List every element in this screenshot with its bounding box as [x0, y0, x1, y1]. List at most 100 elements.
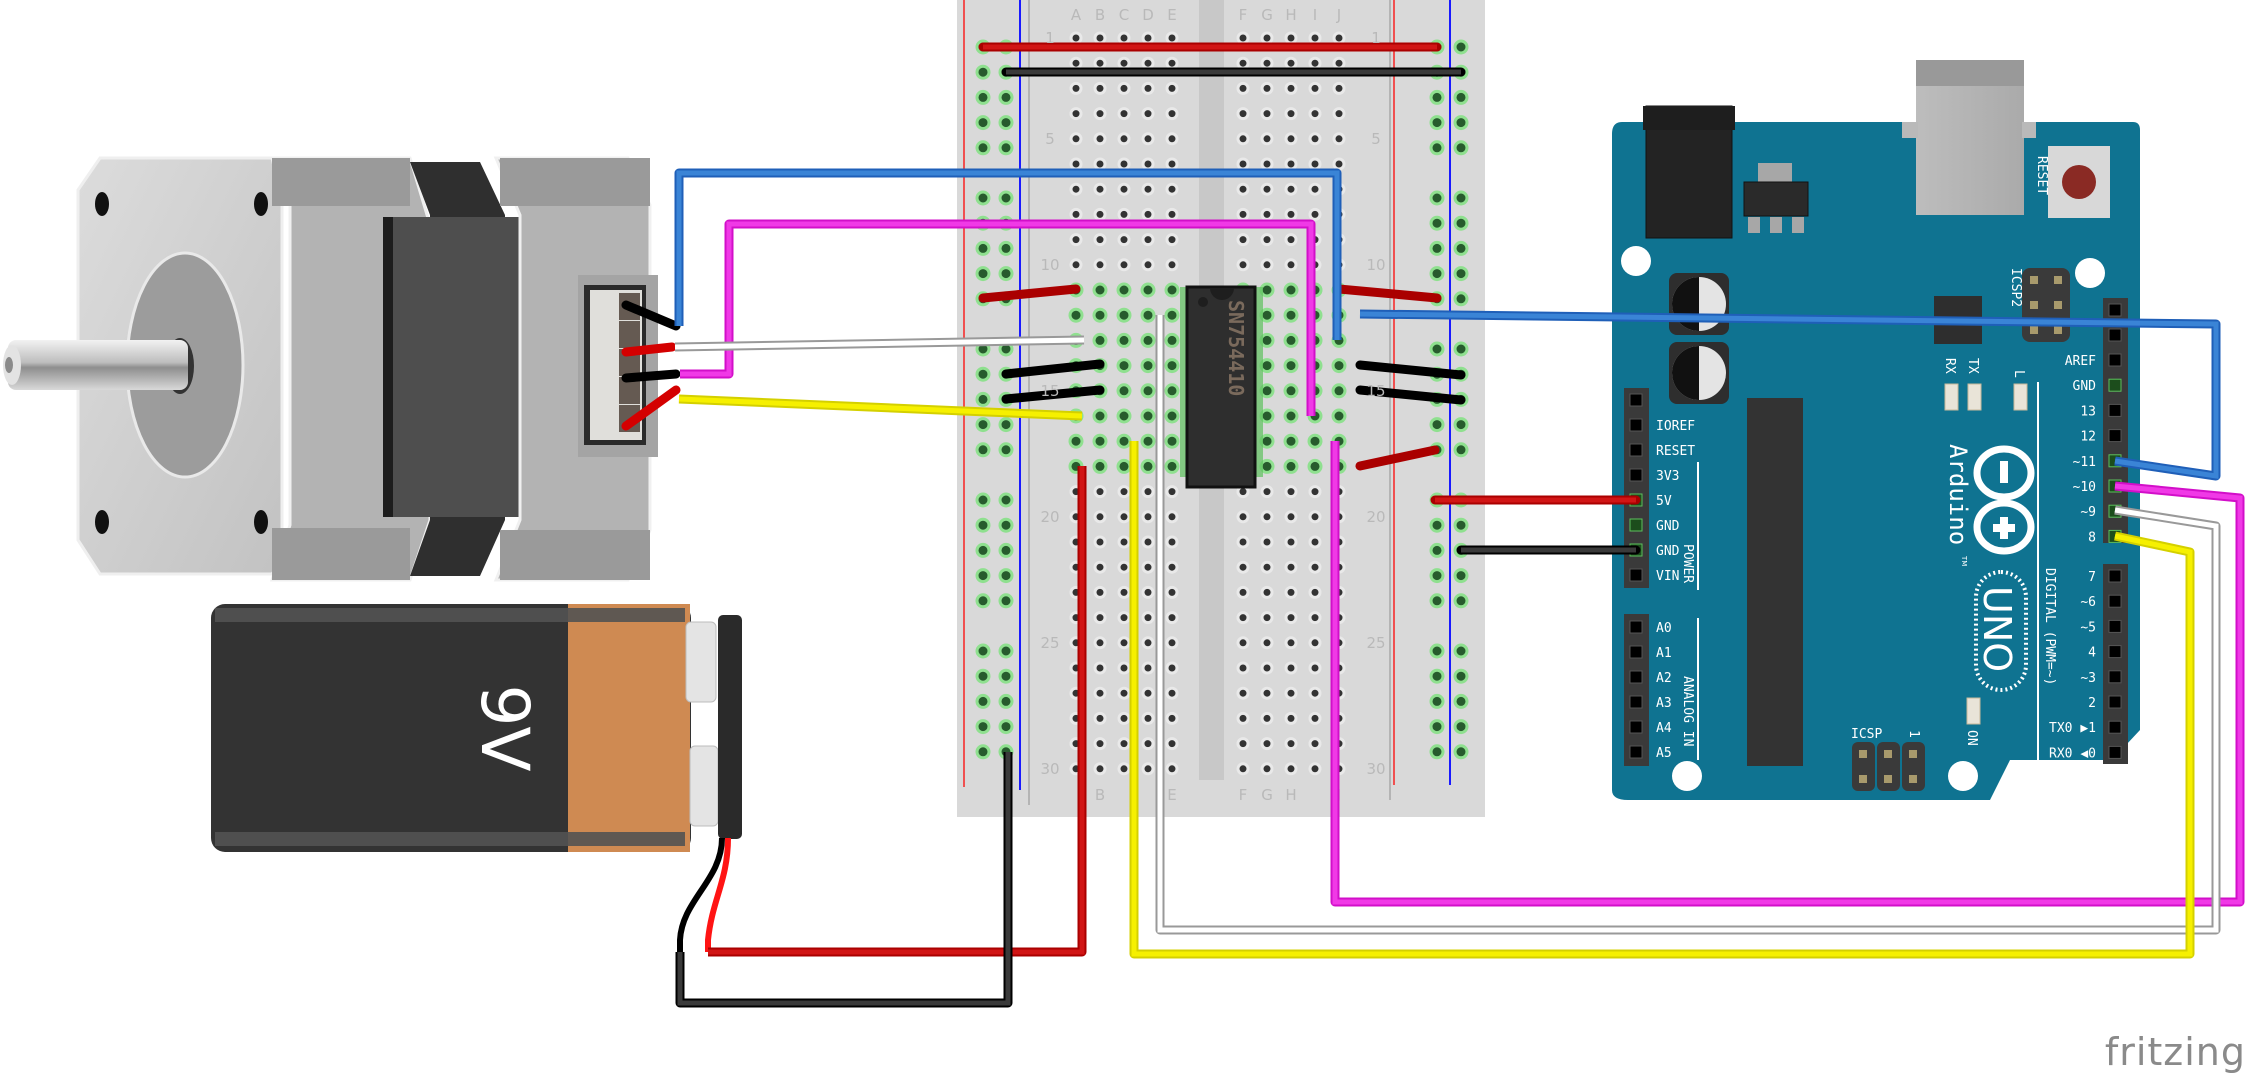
breadboard-hole[interactable] — [1093, 661, 1107, 675]
breadboard-hole[interactable] — [1283, 383, 1299, 399]
breadboard-hole[interactable] — [1092, 332, 1108, 348]
breadboard-hole[interactable] — [1093, 56, 1107, 70]
breadboard-hole[interactable] — [1284, 535, 1298, 549]
power-rail-hole[interactable] — [1453, 693, 1469, 709]
breadboard-hole[interactable] — [1308, 157, 1322, 171]
breadboard-hole[interactable] — [1165, 182, 1179, 196]
breadboard-hole[interactable] — [1092, 458, 1108, 474]
breadboard-hole[interactable] — [1093, 132, 1107, 146]
power-rail-hole[interactable] — [975, 391, 991, 407]
power-rail-hole[interactable] — [1429, 240, 1445, 256]
breadboard-hole[interactable] — [1093, 636, 1107, 650]
breadboard-hole[interactable] — [1260, 661, 1274, 675]
battery-9v[interactable]: 9V — [211, 604, 742, 952]
breadboard-hole[interactable] — [1283, 433, 1299, 449]
power-rail-hole[interactable] — [975, 140, 991, 156]
reset-button-cap[interactable] — [2062, 165, 2096, 199]
power-rail-hole[interactable] — [1429, 266, 1445, 282]
power-rail-hole[interactable] — [1429, 593, 1445, 609]
power-rail-hole[interactable] — [998, 517, 1014, 533]
breadboard-hole[interactable] — [1116, 332, 1132, 348]
breadboard-hole[interactable] — [1116, 282, 1132, 298]
power-rail-hole[interactable] — [975, 719, 991, 735]
breadboard-hole[interactable] — [1117, 132, 1131, 146]
power-rail-hole[interactable] — [1429, 568, 1445, 584]
power-rail-hole[interactable] — [998, 542, 1014, 558]
breadboard-hole[interactable] — [1308, 207, 1322, 221]
power-rail-hole[interactable] — [998, 492, 1014, 508]
power-rail-hole[interactable] — [1453, 39, 1469, 55]
power-rail-hole[interactable] — [1429, 417, 1445, 433]
breadboard-hole[interactable] — [1236, 661, 1250, 675]
breadboard-hole[interactable] — [1141, 585, 1155, 599]
breadboard-hole[interactable] — [1141, 31, 1155, 45]
breadboard-hole[interactable] — [1165, 258, 1179, 272]
breadboard-hole[interactable] — [1140, 433, 1156, 449]
power-rail-hole[interactable] — [1453, 568, 1469, 584]
header-pin[interactable] — [2108, 328, 2122, 342]
header-pin[interactable] — [2108, 303, 2122, 317]
breadboard-hole[interactable] — [1165, 81, 1179, 95]
breadboard-hole[interactable] — [1284, 258, 1298, 272]
breadboard-hole[interactable] — [1308, 81, 1322, 95]
breadboard-hole[interactable] — [1236, 157, 1250, 171]
breadboard-hole[interactable] — [1093, 258, 1107, 272]
breadboard-hole[interactable] — [1141, 560, 1155, 574]
breadboard-hole[interactable] — [1141, 56, 1155, 70]
header-pin[interactable] — [1629, 720, 1643, 734]
breadboard-hole[interactable] — [1308, 182, 1322, 196]
breadboard-hole[interactable] — [1093, 762, 1107, 776]
header-pin[interactable] — [2108, 720, 2122, 734]
breadboard-hole[interactable] — [1236, 686, 1250, 700]
breadboard-hole[interactable] — [1260, 560, 1274, 574]
power-rail-hole[interactable] — [1429, 341, 1445, 357]
breadboard-hole[interactable] — [1308, 560, 1322, 574]
breadboard-hole[interactable] — [1308, 585, 1322, 599]
breadboard-hole[interactable] — [1260, 207, 1274, 221]
breadboard-hole[interactable] — [1092, 408, 1108, 424]
power-rail-hole[interactable] — [998, 417, 1014, 433]
breadboard-hole[interactable] — [1236, 560, 1250, 574]
wire-red-jumper[interactable] — [978, 284, 1081, 303]
wire-black-jumper[interactable] — [1001, 359, 1105, 379]
power-rail-hole[interactable] — [975, 115, 991, 131]
breadboard-hole[interactable] — [1260, 711, 1274, 725]
breadboard-hole[interactable] — [1308, 762, 1322, 776]
breadboard-hole[interactable] — [1069, 56, 1083, 70]
wire-red-jumper[interactable] — [1355, 445, 1440, 471]
arduino-uno[interactable]: RESET ICSP2 RX TX L ON Arduino TM — [1612, 60, 2140, 800]
power-rail-hole[interactable] — [975, 517, 991, 533]
breadboard-hole[interactable] — [1141, 686, 1155, 700]
breadboard-hole[interactable] — [1236, 611, 1250, 625]
breadboard-hole[interactable] — [1260, 762, 1274, 776]
breadboard-hole[interactable] — [1236, 258, 1250, 272]
wire-black-jumper[interactable] — [1001, 385, 1105, 404]
breadboard-hole[interactable] — [1165, 737, 1179, 751]
power-rail-hole[interactable] — [1453, 291, 1469, 307]
breadboard-hole[interactable] — [1308, 485, 1322, 499]
header-pin[interactable] — [2108, 594, 2122, 608]
breadboard-hole[interactable] — [1141, 737, 1155, 751]
breadboard-hole[interactable] — [1093, 686, 1107, 700]
sn754410-chip[interactable]: SN754410 — [1180, 285, 1263, 489]
breadboard-hole[interactable] — [1165, 661, 1179, 675]
breadboard-hole[interactable] — [1283, 458, 1299, 474]
power-rail-hole[interactable] — [1453, 719, 1469, 735]
breadboard-hole[interactable] — [1236, 585, 1250, 599]
power-rail-hole[interactable] — [1453, 140, 1469, 156]
breadboard-hole[interactable] — [1260, 233, 1274, 247]
breadboard-hole[interactable] — [1165, 157, 1179, 171]
breadboard-hole[interactable] — [1165, 611, 1179, 625]
breadboard-hole[interactable] — [1236, 510, 1250, 524]
power-rail-hole[interactable] — [1429, 542, 1445, 558]
breadboard-hole[interactable] — [1284, 107, 1298, 121]
breadboard-hole[interactable] — [1284, 31, 1298, 45]
breadboard-hole[interactable] — [1283, 307, 1299, 323]
breadboard-hole[interactable] — [1093, 157, 1107, 171]
breadboard-hole[interactable] — [1068, 307, 1084, 323]
breadboard-hole[interactable] — [1308, 737, 1322, 751]
breadboard-hole[interactable] — [1117, 182, 1131, 196]
breadboard-hole[interactable] — [1260, 611, 1274, 625]
header-pin[interactable] — [2108, 353, 2122, 367]
